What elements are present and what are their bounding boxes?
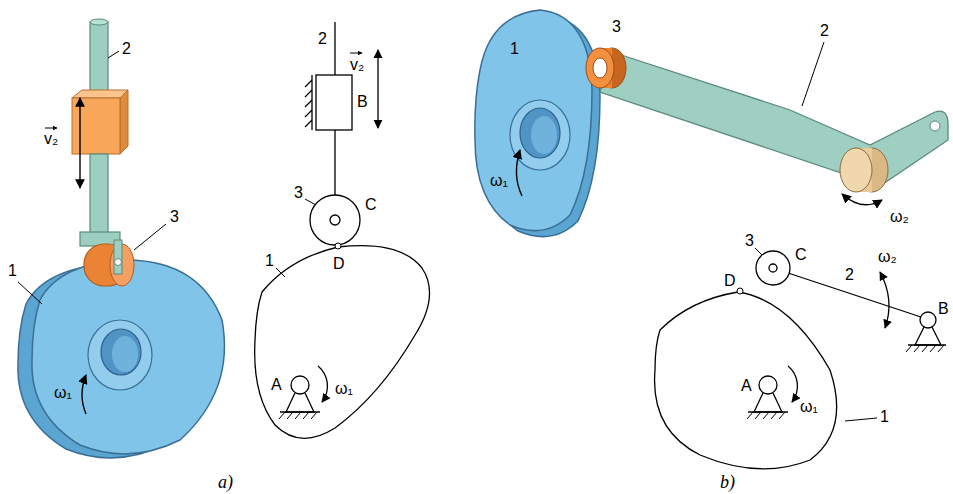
callout-number: 3 [612,18,621,36]
point-label: B [938,300,949,318]
callout-number: 3 [170,208,179,226]
angular-velocity-label: ω₁ [54,384,72,402]
callout-number: 2 [820,22,829,40]
cam-3d-a [18,260,225,458]
callout-number: 1 [510,40,519,58]
angular-velocity-label: ω₁ [490,172,508,190]
point-label: B [357,93,368,111]
point-label: D [724,272,736,290]
callout-number: 3 [745,232,754,250]
point-label: C [365,196,377,214]
callout-number: 2 [845,266,854,284]
velocity-label: v₂ [350,56,364,74]
velocity-label: v₂ [44,130,58,148]
schematic-b [655,248,946,469]
angular-velocity-label: ω₁ [335,380,353,398]
point-label: A [271,376,282,394]
cam-3d-b [475,10,600,237]
panel-label: b) [720,472,735,492]
follower-3d-a [72,19,134,286]
callout-number: 1 [8,262,17,280]
callout-number: 1 [880,408,889,426]
angular-velocity-label: ω₂ [878,248,897,266]
angular-velocity-label: ω₂ [890,208,909,226]
angular-velocity-label: ω₁ [800,398,818,416]
callout-number: 1 [265,252,274,270]
panel-label: a) [218,472,233,492]
point-label: C [795,246,807,264]
callout-number: 2 [318,30,327,48]
arm-3d-b [586,48,948,192]
point-label: A [741,377,752,395]
annotations-a-3d [18,51,166,414]
point-label: D [333,255,345,273]
callout-number: 2 [122,40,131,58]
callout-number: 3 [294,184,303,202]
schematic-a [255,22,430,438]
annotations-b-3d [516,42,882,205]
